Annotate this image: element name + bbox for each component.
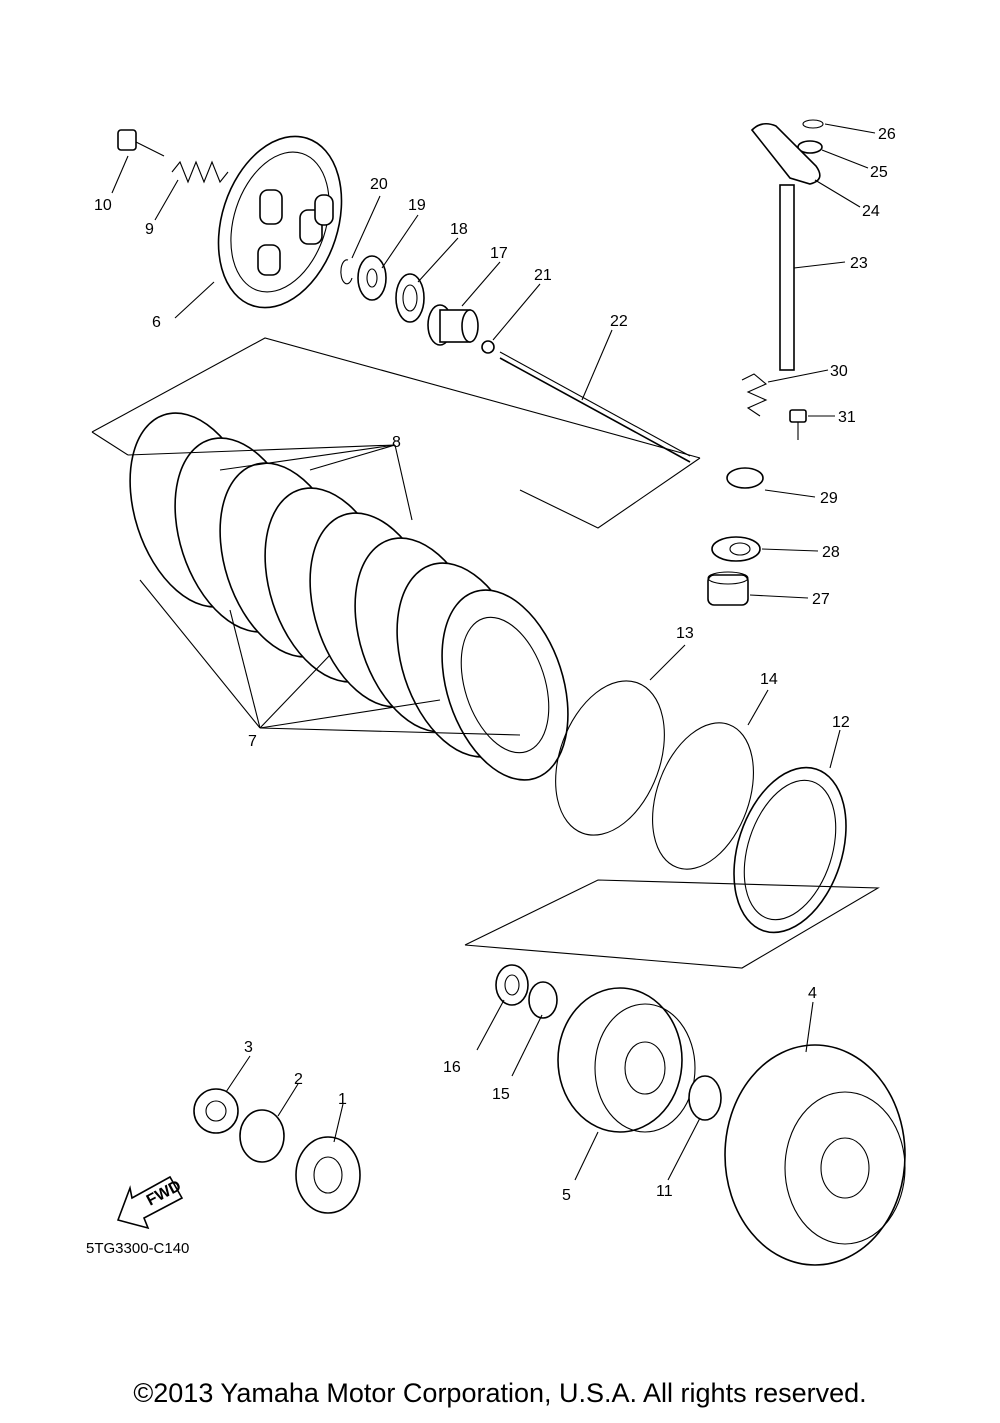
part-18-bearing bbox=[395, 273, 425, 323]
part-10-bolt bbox=[117, 129, 165, 157]
part-28-seal bbox=[711, 536, 761, 562]
part-29-plate bbox=[726, 467, 764, 489]
callout-22: 22 bbox=[610, 313, 628, 330]
part-21-ball bbox=[481, 340, 495, 354]
callout-30: 30 bbox=[830, 363, 848, 380]
part-12-friction-plate bbox=[733, 766, 847, 934]
part-2-lock-washer bbox=[239, 1109, 285, 1163]
callout-labels: 1 2 3 4 5 6 7 8 9 10 11 12 13 14 15 16 1… bbox=[94, 126, 896, 1204]
part-26-clip bbox=[802, 119, 824, 129]
part-17-push-piece bbox=[427, 304, 479, 346]
callout-20: 20 bbox=[370, 176, 388, 193]
callout-18: 18 bbox=[450, 221, 468, 238]
callout-7: 7 bbox=[248, 733, 257, 750]
clutch-plate-stack bbox=[129, 412, 569, 781]
part-27-bushing bbox=[707, 571, 749, 606]
part-14-wire-ring bbox=[652, 722, 754, 870]
callout-3: 3 bbox=[244, 1039, 253, 1056]
callout-8: 8 bbox=[392, 434, 401, 451]
part-23-shaft bbox=[779, 184, 795, 371]
part-24-lever bbox=[750, 122, 821, 185]
part-30-spring bbox=[741, 373, 768, 417]
callout-6: 6 bbox=[152, 314, 161, 331]
part-5-clutch-boss bbox=[557, 987, 696, 1133]
part-1-primary-gear bbox=[295, 1136, 361, 1214]
part-22-push-rod bbox=[499, 351, 691, 463]
fwd-arrow-icon: FWD bbox=[116, 1175, 184, 1230]
callout-25: 25 bbox=[870, 164, 888, 181]
callout-24: 24 bbox=[862, 203, 880, 220]
callout-5: 5 bbox=[562, 1187, 571, 1204]
callout-23: 23 bbox=[850, 255, 868, 272]
part-16-nut bbox=[495, 964, 529, 1006]
callout-16: 16 bbox=[443, 1059, 461, 1076]
callout-21: 21 bbox=[534, 267, 552, 284]
callout-13: 13 bbox=[676, 625, 694, 642]
part-6-pressure-plate bbox=[217, 135, 343, 309]
callout-4: 4 bbox=[808, 985, 817, 1002]
callout-15: 15 bbox=[492, 1086, 510, 1103]
leader-lines bbox=[111, 123, 876, 1181]
callout-19: 19 bbox=[408, 197, 426, 214]
callout-27: 27 bbox=[812, 591, 830, 608]
callout-2: 2 bbox=[294, 1071, 303, 1088]
callout-1: 1 bbox=[338, 1091, 347, 1108]
part-19-washer bbox=[357, 255, 387, 301]
part-9-spring bbox=[171, 160, 229, 184]
callout-9: 9 bbox=[145, 221, 154, 238]
callout-29: 29 bbox=[820, 490, 838, 507]
callout-28: 28 bbox=[822, 544, 840, 561]
part-4-clutch-housing bbox=[724, 1044, 906, 1266]
part-31-bolt bbox=[789, 409, 807, 440]
callout-26: 26 bbox=[878, 126, 896, 143]
callout-12: 12 bbox=[832, 714, 850, 731]
part-13-wire-ring bbox=[555, 680, 665, 836]
callout-14: 14 bbox=[760, 671, 778, 688]
callout-10: 10 bbox=[94, 197, 112, 214]
part-20-circlip bbox=[340, 259, 353, 285]
part-3-nut bbox=[193, 1088, 239, 1134]
callout-31: 31 bbox=[838, 409, 856, 426]
callout-11: 11 bbox=[656, 1183, 673, 1200]
part-11-washer bbox=[688, 1075, 722, 1121]
callout-17: 17 bbox=[490, 245, 508, 262]
drawing-code: 5TG3300-C140 bbox=[86, 1240, 190, 1257]
copyright-text: ©2013 Yamaha Motor Corporation, U.S.A. A… bbox=[133, 1378, 867, 1408]
part-15-lock-washer bbox=[528, 981, 558, 1019]
